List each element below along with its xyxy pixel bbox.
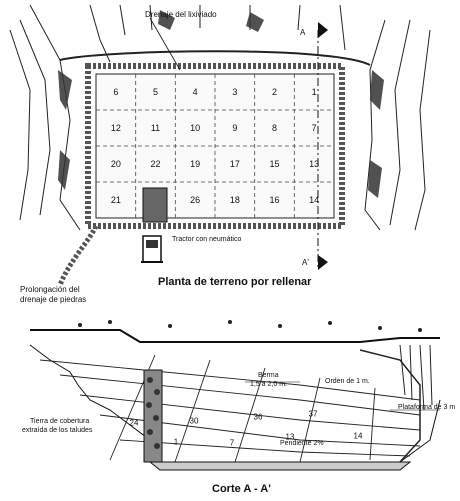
plan-cell-number: 4 (192, 87, 198, 97)
plan-cell-number: 3 (232, 87, 238, 97)
section-cell-number: 13 (285, 432, 295, 442)
dump-truck (142, 187, 168, 223)
plan-cell-number: 14 (309, 195, 320, 205)
plan-cell-number: 7 (311, 123, 317, 133)
plan-shade (58, 10, 384, 198)
section-vegetation (78, 320, 422, 332)
plan-cell-number: 17 (229, 159, 240, 169)
section-cell-number: 36 (253, 412, 263, 422)
plan-cell-number: 16 (269, 195, 280, 205)
plan-cell-number: 9 (232, 123, 238, 133)
plan-cell-number: 10 (190, 123, 201, 133)
plan-cell-number: 19 (190, 159, 201, 169)
plan-cell-number: 5 (152, 87, 159, 97)
gradient-label: Pendiente 2% (280, 440, 324, 447)
drain-extension (57, 224, 99, 286)
stone-drain (85, 63, 345, 229)
section-cell-number: 1 (173, 437, 179, 447)
section-right-wall (359, 344, 433, 463)
berm-label-line1: Berma (258, 372, 279, 379)
section-cell-number: 37 (308, 409, 318, 419)
plan-cell-number: 20 (110, 159, 121, 169)
platform-label: Plataforma de 3 m (398, 404, 456, 411)
cover-label-line2: extraída de los taludes (22, 427, 93, 434)
section-cell-number: 14 (353, 431, 363, 441)
drain-label: Drenaje del lixiviado (145, 10, 217, 19)
section-marker-bottom: A' (302, 258, 309, 267)
section-cell-number: 24 (129, 418, 139, 428)
slope-label: Orden de 1 m. (325, 378, 370, 385)
extension-label-line2: drenaje de piedras (20, 295, 87, 304)
section-cells (39, 354, 421, 463)
plan-cell-number: 15 (269, 159, 280, 169)
section-marker-top: A (300, 28, 306, 37)
tractor-label: Tractor con neumático (172, 236, 242, 243)
plan-cell-number: 1 (311, 87, 317, 97)
cover-label-line1: Tierra de cobertura (30, 418, 90, 425)
cell-grid (96, 74, 334, 218)
plan-cell-number: 26 (190, 195, 201, 205)
section-cell-number: 30 (189, 416, 199, 426)
plan-cell-number: 18 (229, 195, 240, 205)
plan-cell-number: 12 (110, 123, 121, 133)
section-base (148, 461, 412, 471)
plan-cell-number: 21 (110, 195, 121, 205)
section-arrow-top (318, 22, 328, 38)
plan-cell-number: 13 (309, 159, 320, 169)
plan-cell-number: 2 (271, 87, 278, 97)
plan-cell-number: 8 (271, 123, 278, 133)
section-arrow-bottom (318, 255, 328, 270)
plan-cell-number: 11 (150, 123, 161, 133)
tractor (142, 235, 162, 263)
section-cell-number: 7 (229, 438, 235, 448)
drain-pointer (149, 17, 181, 71)
section-title: Corte A - A' (212, 483, 271, 495)
berm-label-line2: 1,5 a 2,0 m. (250, 381, 287, 388)
plan-cell-number: 6 (113, 87, 119, 97)
plan-title: Planta de terreno por rellenar (158, 276, 312, 288)
extension-label-line1: Prolongación del (20, 285, 80, 294)
stone-column (143, 369, 163, 463)
section-terrain (29, 329, 441, 463)
plan-cell-number: 22 (150, 159, 161, 169)
